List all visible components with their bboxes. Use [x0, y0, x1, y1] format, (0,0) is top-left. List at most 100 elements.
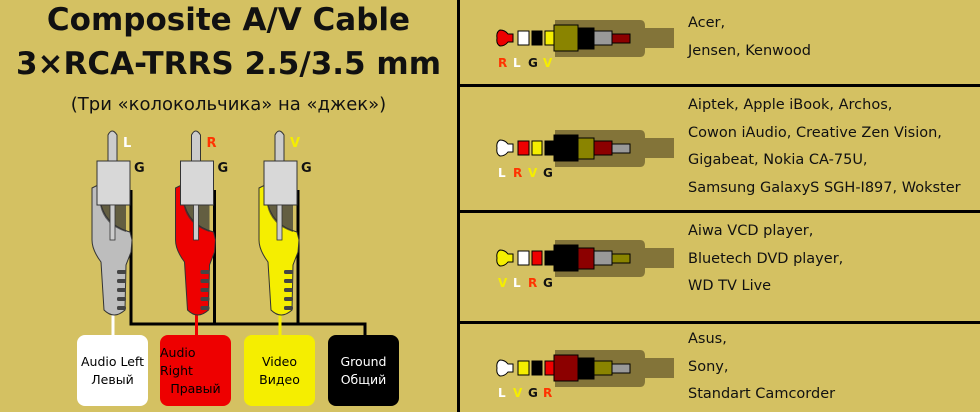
socket-contact-tip [611, 143, 631, 154]
rca-plug-L: LG [91, 130, 145, 336]
contact-label-L: L [498, 166, 506, 180]
plug-ground-label: G [218, 161, 229, 176]
title-line-2: 3×RCA-TRRS 2.5/3.5 mm [15, 46, 442, 82]
plug-signal-label: L [123, 136, 131, 151]
box-label: Ground [340, 353, 387, 369]
grip-rib [284, 279, 293, 283]
rca-sleeve [263, 160, 298, 206]
socket-contact-tip [611, 253, 631, 264]
plug-ring-2 [531, 30, 543, 46]
plug-tip [496, 139, 514, 157]
device-line: Standart Camcorder [688, 386, 836, 402]
contact-label-V: V [498, 276, 508, 290]
plug-ring-2 [531, 140, 543, 156]
grip-rib [200, 270, 210, 274]
contact-label-R: R [528, 276, 537, 290]
plug-tip [496, 359, 514, 377]
socket-contact-ring-2 [577, 247, 595, 270]
socket-contact-ring-1 [593, 360, 613, 376]
plug-ring-1 [517, 140, 530, 156]
plug-ring-1 [517, 250, 530, 266]
grip-rib [200, 279, 210, 283]
box-label: Video [261, 353, 298, 369]
contact-label-V: V [528, 166, 538, 180]
socket-contact-sleeve [553, 24, 579, 52]
socket-contact-sleeve [553, 244, 579, 272]
rca-center [276, 204, 283, 241]
grip-rib [117, 279, 126, 283]
rca-panel: Composite A/V Cable 3×RCA-TRRS 2.5/3.5 m… [0, 0, 457, 412]
plug-signal-label: V [290, 136, 300, 151]
grip-rib [200, 306, 210, 310]
device-line: Acer, [688, 15, 726, 31]
ground-wire [129, 190, 367, 336]
row-divider [460, 84, 980, 87]
socket-contact-ring-1 [593, 140, 613, 156]
plug-signal-label: R [207, 136, 217, 151]
rca-sleeve [96, 160, 131, 206]
box-label-ru: Общий [340, 371, 387, 387]
box-label-ru: Левый [91, 371, 134, 387]
contact-label-L: L [513, 56, 521, 70]
vertical-divider [457, 0, 460, 412]
rca-sleeve [180, 160, 214, 206]
contact-label-R: R [498, 56, 507, 70]
contact-label-G: G [528, 56, 538, 70]
row-divider [460, 210, 980, 213]
box-label: Audio Left [80, 353, 145, 369]
contact-label-V: V [543, 56, 553, 70]
rca-plug-R: RG [175, 130, 229, 336]
device-line: Samsung GalaxyS SGH-I897, Wokster [688, 179, 961, 196]
contact-label-L: L [513, 276, 521, 290]
socket-contact-sleeve [553, 354, 579, 382]
rca-pin [274, 130, 285, 166]
socket-contact-tip [611, 363, 631, 374]
plug-tip [496, 29, 514, 47]
rca-center [193, 204, 199, 241]
box-label: Audio Right [160, 344, 196, 378]
device-list-4: Asus, Sony, Standart Camcorder [688, 326, 835, 409]
device-line: Gigabeat, Nokia CA-75U, [688, 152, 868, 168]
device-line: Asus, [688, 331, 727, 347]
grip-rib [284, 306, 293, 310]
device-line: Aiwa VCD player, [688, 223, 814, 239]
device-line: WD TV Live [688, 278, 772, 294]
plug-ring-1 [517, 30, 530, 46]
grip-rib [284, 297, 293, 301]
device-list-2: Aiptek, Apple iBook, Archos, Cowon iAudi… [688, 92, 961, 202]
grip-rib [117, 288, 126, 292]
grip-rib [284, 288, 293, 292]
socket-contact-sleeve [553, 134, 579, 162]
socket-contact-ring-1 [593, 30, 613, 46]
device-line: Aiptek, Apple iBook, Archos, [688, 97, 893, 113]
socket-contact-ring-2 [577, 137, 595, 160]
grip-rib [117, 270, 126, 274]
socket-contact-tip [611, 33, 631, 44]
title-line-1: Composite A/V Cable [46, 2, 411, 38]
box-label-ru: Видео [259, 371, 300, 387]
grip-rib [117, 306, 126, 310]
device-line: Sony, [688, 358, 729, 375]
plug-ring-2 [531, 360, 543, 376]
rca-center [109, 204, 116, 241]
plug-ground-label: G [134, 161, 145, 176]
socket-contact-ring-2 [577, 27, 595, 50]
contact-label-G: G [528, 386, 538, 400]
grip-rib [284, 270, 293, 274]
grip-rib [200, 297, 210, 301]
plug-tip [496, 249, 514, 267]
contact-label-V: V [513, 386, 523, 400]
contact-label-R: R [543, 386, 552, 400]
device-line: Cowon iAudio, Creative Zen Vision, [688, 124, 942, 141]
socket-contact-ring-2 [577, 357, 595, 380]
contact-label-L: L [498, 386, 506, 400]
device-line: Jensen, Kenwood [688, 42, 811, 59]
